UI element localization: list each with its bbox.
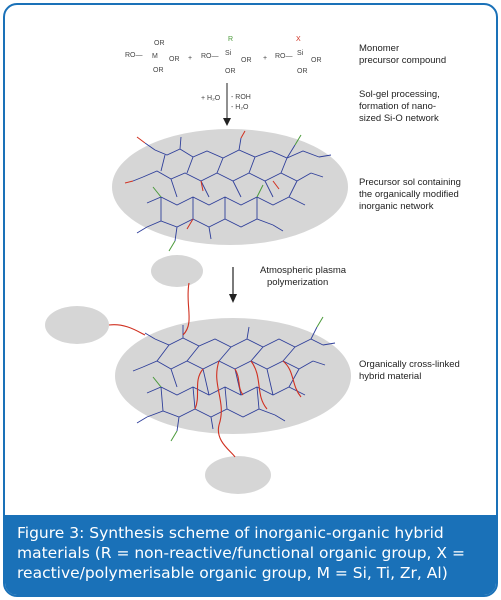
svg-text:Organically cross-linked: Organically cross-linked <box>359 359 460 370</box>
svg-text:OR: OR <box>311 57 322 64</box>
network-hybrid-r <box>152 316 324 442</box>
caption-line: reactive/polymerisable organic group, M … <box>17 564 448 582</box>
svg-text:OR: OR <box>169 56 180 63</box>
svg-text:Si: Si <box>297 50 304 57</box>
svg-text:the organically modified: the organically modified <box>359 189 459 200</box>
svg-text:inorganic network: inorganic network <box>359 201 434 212</box>
svg-text:OR: OR <box>154 40 165 47</box>
svg-text:Si: Si <box>225 50 232 57</box>
svg-text:OR: OR <box>153 67 164 74</box>
label-plasma: Atmospheric plasma polymerization <box>260 265 347 288</box>
svg-text:Atmospheric plasma: Atmospheric plasma <box>260 265 347 276</box>
svg-text:precursor compound: precursor compound <box>359 55 446 66</box>
svg-text:OR: OR <box>241 57 252 64</box>
monomer-r: R RO— Si OR OR <box>201 36 252 75</box>
svg-text:formation of nano-: formation of nano- <box>359 101 436 112</box>
svg-text:sized Si-O network: sized Si-O network <box>359 113 439 124</box>
svg-text:hybrid material: hybrid material <box>359 371 421 382</box>
label-monomer: Monomer precursor compound <box>359 43 446 66</box>
svg-text:RO—: RO— <box>201 53 219 60</box>
svg-text:Sol-gel processing,: Sol-gel processing, <box>359 89 440 100</box>
svg-text:R: R <box>228 36 233 43</box>
svg-text:OR: OR <box>225 68 236 75</box>
label-hybrid: Organically cross-linked hybrid material <box>359 359 460 382</box>
byproduct-1: - ROH <box>231 94 251 101</box>
precursor-sol-ellipse <box>112 129 348 245</box>
svg-text:polymerization: polymerization <box>267 277 328 288</box>
monomer-x: X RO— Si OR OR <box>275 36 322 75</box>
blob-bottom <box>205 456 271 494</box>
monomer-m: RO— OR M OR OR <box>125 40 180 74</box>
label-precursor-sol: Precursor sol containing the organically… <box>359 177 461 212</box>
byproduct-2: - H₂O <box>231 104 249 111</box>
svg-text:Monomer: Monomer <box>359 43 399 54</box>
reaction-arrow: + H₂O - ROH - H₂O <box>201 83 251 126</box>
crosslinks <box>108 282 302 458</box>
svg-text:RO—: RO— <box>125 52 143 59</box>
network-precursor-r <box>152 134 302 252</box>
synthesis-diagram: RO— OR M OR OR + R RO— Si OR OR + X RO— … <box>45 36 461 494</box>
svg-text:Precursor sol containing: Precursor sol containing <box>359 177 461 188</box>
blob-left <box>45 306 109 344</box>
blob-left-top <box>151 255 203 287</box>
caption-line: Figure 3: Synthesis scheme of inorganic-… <box>17 524 444 542</box>
plus-1: + <box>188 55 192 62</box>
svg-text:M: M <box>152 53 158 60</box>
svg-text:X: X <box>296 36 301 43</box>
reagents-text: + H₂O <box>201 95 221 102</box>
network-precursor-x <box>124 130 280 230</box>
label-sol-gel: Sol-gel processing, formation of nano- s… <box>359 89 440 124</box>
plus-2: + <box>263 55 267 62</box>
svg-text:RO—: RO— <box>275 53 293 60</box>
svg-text:OR: OR <box>297 68 308 75</box>
network-precursor <box>132 136 332 242</box>
network-hybrid <box>132 325 336 432</box>
figure-frame: RO— OR M OR OR + R RO— Si OR OR + X RO— … <box>3 3 498 597</box>
plasma-arrow <box>229 267 237 303</box>
figure-caption: Figure 3: Synthesis scheme of inorganic-… <box>5 515 496 595</box>
hybrid-ellipse <box>115 318 351 434</box>
caption-line: materials (R = non-reactive/functional o… <box>17 544 465 562</box>
